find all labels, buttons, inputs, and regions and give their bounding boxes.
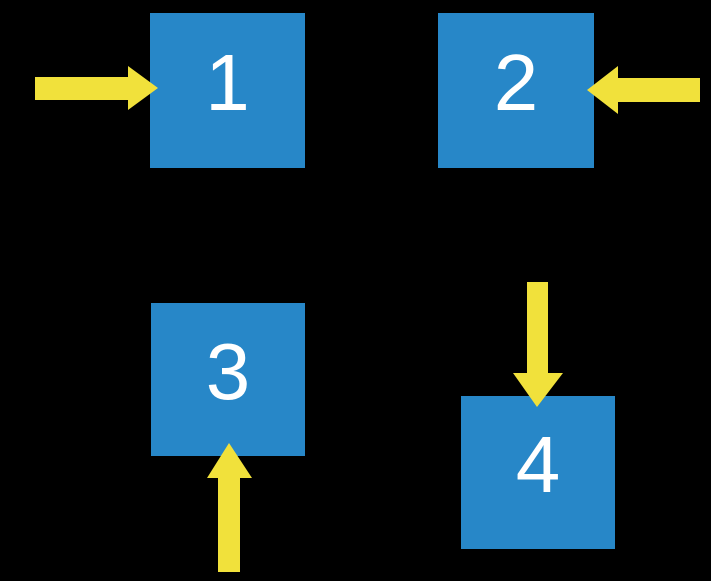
box-1-label: 1: [205, 37, 250, 127]
right-arrow-icon: [35, 66, 158, 110]
box-1: 1: [150, 13, 305, 168]
box-3-label: 3: [205, 326, 251, 416]
left-arrow-icon: [587, 66, 700, 114]
box-2: 2: [438, 13, 594, 168]
box-2-label: 2: [493, 37, 539, 127]
box-3: 3: [151, 303, 305, 456]
up-arrow-icon: [207, 443, 252, 572]
box-4-label: 4: [515, 419, 561, 509]
box-4: 4: [461, 396, 615, 549]
down-arrow-icon: [513, 282, 563, 407]
